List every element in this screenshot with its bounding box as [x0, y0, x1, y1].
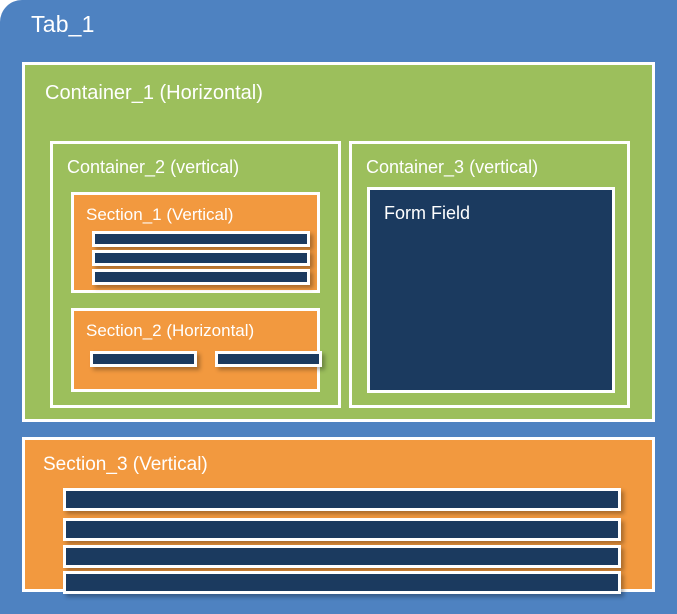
section-2-label: Section_2 (Horizontal): [86, 321, 255, 340]
section-2-field-1[interactable]: [90, 351, 197, 367]
section-1-label: Section_1 (Vertical): [86, 205, 234, 224]
section-2-field-2[interactable]: [215, 351, 322, 367]
tab-title: Tab_1: [31, 11, 95, 37]
container-3[interactable]: Container_3 (vertical) Form Field: [349, 141, 630, 408]
container-1[interactable]: Container_1 (Horizontal) Container_2 (ve…: [22, 62, 655, 422]
section-1[interactable]: Section_1 (Vertical): [71, 192, 320, 293]
container-3-label: Container_3 (vertical): [366, 157, 539, 177]
section-3-field-3[interactable]: [63, 545, 621, 568]
section-3-field-1[interactable]: [63, 488, 621, 511]
form-field[interactable]: Form Field: [367, 187, 615, 393]
section-1-field-3[interactable]: [92, 269, 310, 285]
section-3[interactable]: Section_3 (Vertical): [22, 437, 655, 594]
section-1-field-1[interactable]: [92, 231, 310, 247]
container-2-label: Container_2 (vertical): [67, 157, 240, 177]
section-3-field-4[interactable]: [63, 571, 621, 594]
container-2[interactable]: Container_2 (vertical) Section_1 (Vertic…: [50, 141, 341, 408]
section-3-label: Section_3 (Vertical): [43, 454, 208, 475]
section-3-field-2[interactable]: [63, 518, 621, 541]
form-field-label: Form Field: [384, 203, 471, 223]
section-2[interactable]: Section_2 (Horizontal): [71, 308, 322, 392]
section-1-field-2[interactable]: [92, 250, 310, 266]
container-1-label: Container_1 (Horizontal): [45, 82, 263, 104]
